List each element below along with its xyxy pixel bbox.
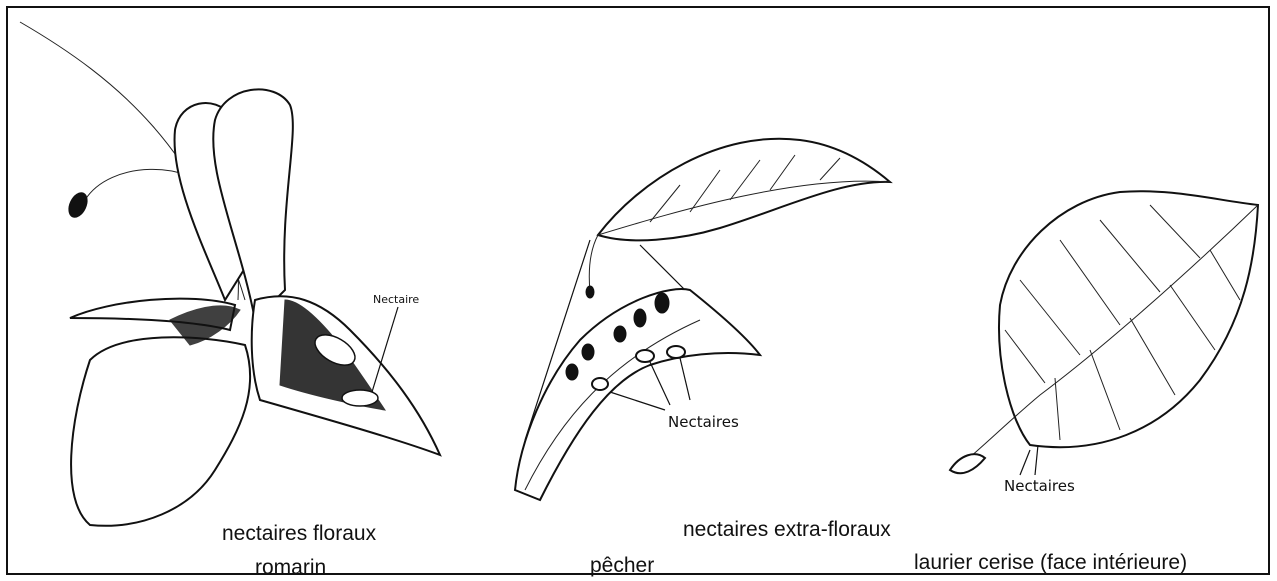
nectaire-label: Nectaire xyxy=(373,293,419,306)
caption-cherry-laurel: laurier cerise (face intérieure) xyxy=(914,551,1187,575)
caption-extrafloral-nectaries: nectaires extra-floraux xyxy=(683,518,891,542)
rosemary-flower-drawing xyxy=(20,22,440,526)
laurel-leaf-drawing xyxy=(950,191,1258,475)
peach-nectaires-label: Nectaires xyxy=(668,413,739,431)
peach-leaf-drawing xyxy=(515,139,890,500)
caption-peach: pêcher xyxy=(590,554,654,578)
caption-rosemary: romarin xyxy=(255,556,326,580)
caption-floral-nectaries: nectaires floraux xyxy=(222,522,376,546)
laurel-nectaires-label: Nectaires xyxy=(1004,477,1075,495)
